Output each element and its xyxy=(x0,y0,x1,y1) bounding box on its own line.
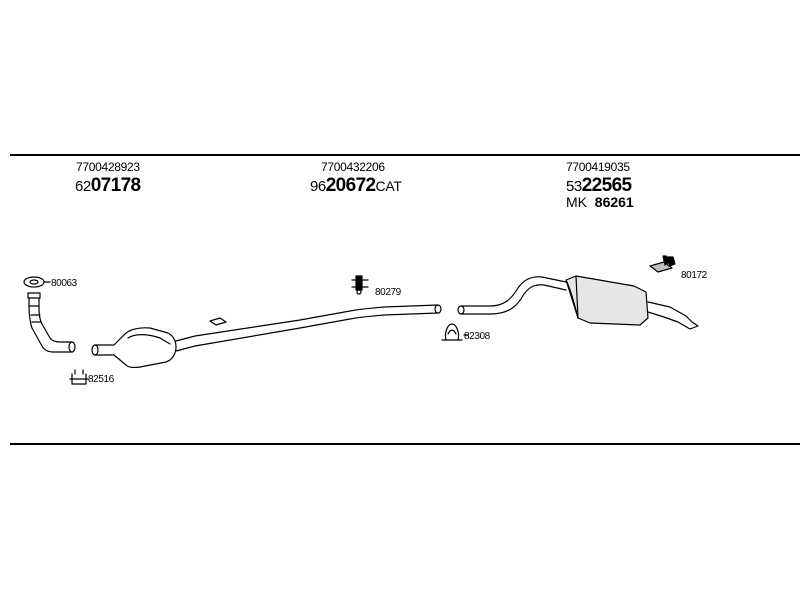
part-main: 22565 xyxy=(581,175,632,196)
bottom-divider xyxy=(10,443,800,445)
oe-number-front-pipe: 7700428923 xyxy=(76,160,140,174)
part-prefix: 96 xyxy=(310,178,326,195)
hanger-rear-icon xyxy=(649,255,676,273)
oe-number-rear-silencer: 7700419035 xyxy=(566,160,630,174)
mount-kit-prefix: MK xyxy=(566,194,587,210)
mount-kit-number: MK 86261 xyxy=(566,194,634,210)
part-number-rear-silencer: 5322565 xyxy=(566,175,632,197)
label-hanger-rear: 80172 xyxy=(681,270,707,281)
part-number-catalyst: 9620672CAT xyxy=(310,175,402,197)
part-number-front-pipe: 6207178 xyxy=(75,175,141,197)
gasket-icon xyxy=(23,276,45,288)
label-clamp-front: 82516 xyxy=(88,374,114,385)
top-divider xyxy=(10,154,800,156)
label-clamp-mid: 82308 xyxy=(464,331,490,342)
hanger-mid-icon xyxy=(351,275,369,295)
clamp-front-icon xyxy=(69,369,89,385)
mount-kit-main: 86261 xyxy=(594,194,634,210)
clamp-mid-icon xyxy=(441,323,463,341)
part-prefix: 62 xyxy=(75,178,91,195)
front-pipe-drawing xyxy=(27,292,76,353)
part-main: 20672 xyxy=(325,175,376,196)
part-prefix: 53 xyxy=(566,178,582,195)
rear-silencer-drawing xyxy=(457,275,699,330)
label-hanger-mid: 80279 xyxy=(375,287,401,298)
part-suffix: CAT xyxy=(375,178,402,194)
oe-number-catalyst: 7700432206 xyxy=(321,160,385,174)
label-gasket: 80063 xyxy=(51,278,77,289)
catalyst-pipe-drawing xyxy=(91,304,442,368)
part-main: 07178 xyxy=(90,175,141,196)
